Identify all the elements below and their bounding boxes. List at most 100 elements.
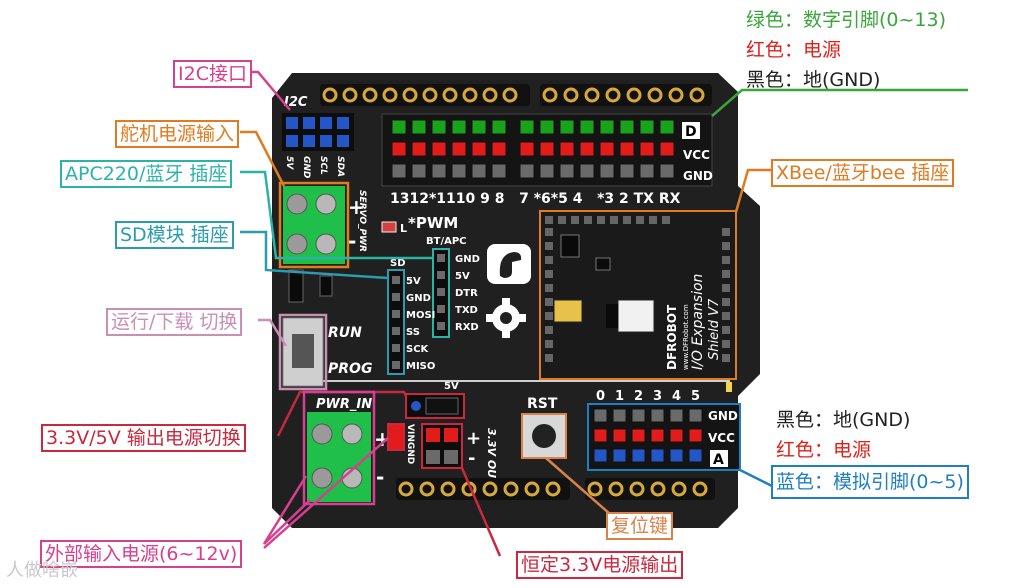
leader-digital <box>711 88 968 117</box>
xbee-brand-text: DFROBOT www.DFRobot.com I/O Expansion Sh… <box>665 274 722 370</box>
digital-pin <box>559 119 575 135</box>
xbee-pin <box>558 216 566 224</box>
analog-pin <box>631 408 646 423</box>
digital-pin <box>431 141 447 157</box>
bt-pin-label: RXD <box>455 322 479 333</box>
digital-pin <box>559 163 575 179</box>
xbee-pin <box>722 256 730 264</box>
i2c-pin <box>337 135 349 147</box>
xbee-capacitor <box>553 299 583 323</box>
label-runprog: 运行/下载 切换 <box>106 308 243 336</box>
pwr-screw-1 <box>311 423 333 445</box>
sd-pin-label: GND <box>406 293 431 304</box>
digital-pin <box>411 163 427 179</box>
digital-pin <box>491 119 507 135</box>
sd-pin-label: MISO <box>406 361 435 372</box>
header-hole <box>608 481 624 497</box>
xbee-pin <box>545 298 553 306</box>
xbee-pin <box>722 354 730 362</box>
digital-pin <box>471 119 487 135</box>
leader-apc <box>240 170 432 260</box>
i2c-header-label: I2C <box>284 95 308 110</box>
header-hole <box>563 87 579 103</box>
digital-pin <box>599 163 615 179</box>
bt-pin <box>437 322 445 330</box>
xbee-pin <box>545 340 553 348</box>
label-extpwr: 外部输入电源(6~12v) <box>40 540 243 568</box>
i2c-pin-label: 5V <box>284 156 294 170</box>
servo-outline <box>278 181 350 269</box>
led-l <box>381 221 397 233</box>
run-prog-switch-knob[interactable] <box>292 334 314 368</box>
analog-pin <box>612 408 627 423</box>
legend-analog: 黑色：地(GND) 红色：电源 蓝色：模拟引脚(0~5) <box>771 405 969 499</box>
i2c-pin-label: GND <box>301 156 311 179</box>
reset-button[interactable] <box>532 424 556 448</box>
digital-gnd-label: GND <box>683 169 713 183</box>
out33-label: 3.3V OUT <box>485 428 498 487</box>
digital-pin <box>639 141 655 157</box>
digital-pin <box>491 141 507 157</box>
sd-pin-label: SCK <box>406 344 430 355</box>
runprog-outline <box>278 313 328 391</box>
xbee-pin <box>722 270 730 278</box>
logo-glyph <box>499 252 522 278</box>
xbee-pin <box>623 216 631 224</box>
xbee-pin <box>545 270 553 278</box>
header-hole <box>587 481 603 497</box>
i2c-pin <box>337 117 349 129</box>
digital-pin <box>519 119 535 135</box>
analog-pin <box>688 428 703 443</box>
digital-pin <box>659 141 675 157</box>
white-silk-frame <box>284 380 730 382</box>
header-hole <box>689 87 705 103</box>
label-const33: 恒定3.3V电源输出 <box>516 551 684 579</box>
i2c-pin <box>303 135 315 147</box>
analog-pin <box>650 428 665 443</box>
digital-pin <box>519 141 535 157</box>
analog-pin <box>650 408 665 423</box>
analog-number: 3 <box>653 389 662 404</box>
bt-pin <box>437 254 445 262</box>
header-hole <box>647 87 663 103</box>
header-hole <box>545 481 561 497</box>
smd-resistor-1 <box>319 275 333 297</box>
header-hole <box>398 481 414 497</box>
leader-xbee <box>734 168 776 213</box>
analog-pin <box>669 408 684 423</box>
bt-pin <box>437 288 445 296</box>
digital-pin <box>579 119 595 135</box>
header-hole <box>502 87 518 103</box>
board-led-right <box>726 382 732 392</box>
legend-digital: 绿色：数字引脚(0~13) 红色：电源 黑色：地(GND) <box>746 5 946 95</box>
analog-pin <box>650 448 665 463</box>
pwr-in-label: PWR_IN <box>316 397 372 412</box>
bt-pin-label: GND <box>455 254 480 265</box>
vin-gnd-header <box>387 423 405 451</box>
digital-letter: D <box>685 124 697 140</box>
i2c-pin <box>286 135 298 147</box>
watermark: 人做啥嵌 <box>6 560 78 581</box>
digital-pin <box>431 163 447 179</box>
header-hole <box>524 481 540 497</box>
led-l-label: L <box>400 222 407 235</box>
out33-pin-3 <box>426 450 440 464</box>
leader-reset <box>545 457 611 515</box>
pwr-screw-2 <box>341 423 363 445</box>
diode-component <box>288 269 304 303</box>
header-hole <box>605 87 621 103</box>
xbee-pin <box>545 326 553 334</box>
digital-pin <box>639 163 655 179</box>
header-hole <box>342 87 358 103</box>
xbee-pin <box>636 216 644 224</box>
bt-pin-label: 5V <box>455 271 470 282</box>
digital-pin <box>539 119 555 135</box>
analog-number: 1 <box>615 389 624 404</box>
xbee-pin <box>722 340 730 348</box>
digital-pin <box>471 163 487 179</box>
header-hole <box>629 481 645 497</box>
digital-pin <box>579 141 595 157</box>
digital-pin <box>431 119 447 135</box>
header-hole <box>422 87 438 103</box>
xbee-pin <box>545 216 553 224</box>
